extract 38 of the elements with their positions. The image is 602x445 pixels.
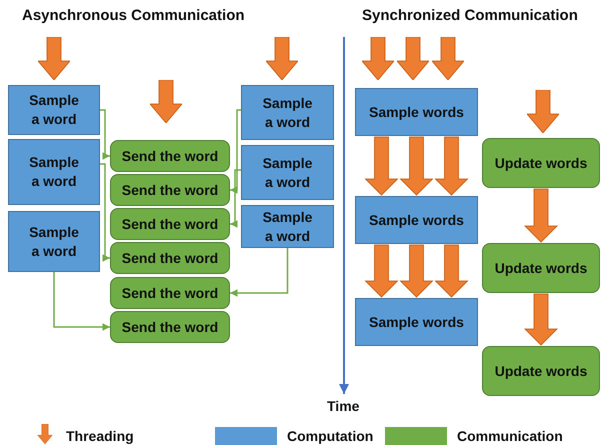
connector-arrow — [230, 109, 241, 194]
section-heading: Synchronized Communication — [362, 7, 578, 24]
communication-box: Send the word — [110, 174, 230, 206]
computation-box: Sample a word — [241, 205, 334, 248]
block-arrow — [524, 188, 558, 243]
connector-arrow — [230, 248, 288, 297]
communication-box: Update words — [482, 346, 600, 396]
communication-box: Update words — [482, 243, 600, 293]
communication-box: Send the word — [110, 277, 230, 309]
section-heading: Asynchronous Communication — [22, 7, 245, 24]
computation-box: Sample words — [355, 298, 478, 346]
computation-box: Sample a word — [8, 211, 100, 272]
block-arrow — [400, 244, 434, 298]
communication-box: Send the word — [110, 311, 230, 343]
block-arrow — [434, 136, 468, 196]
legend-label: Computation — [287, 428, 374, 444]
block-arrow — [364, 136, 398, 196]
connector-arrow — [53, 272, 110, 331]
computation-box: Sample a word — [241, 145, 334, 200]
connector-arrow — [230, 169, 241, 228]
computation-box: Sample words — [355, 88, 478, 136]
block-arrow — [364, 244, 398, 298]
connector-arrow — [100, 109, 110, 160]
legend-label: Communication — [457, 428, 563, 444]
computation-box: Sample words — [355, 196, 478, 244]
communication-box: Send the word — [110, 140, 230, 172]
legend-label: Threading — [66, 428, 134, 444]
axis-label: Time — [327, 398, 360, 414]
computation-box: Sample a word — [8, 85, 100, 135]
communication-box: Update words — [482, 138, 600, 188]
computation-box: Sample a word — [8, 139, 100, 205]
communication-box: Send the word — [110, 242, 230, 274]
communication-box: Send the word — [110, 208, 230, 240]
computation-box: Sample a word — [241, 85, 334, 140]
block-arrow — [400, 136, 434, 196]
connector-arrow — [100, 163, 110, 262]
block-arrow — [524, 294, 558, 346]
block-arrow — [434, 244, 468, 298]
